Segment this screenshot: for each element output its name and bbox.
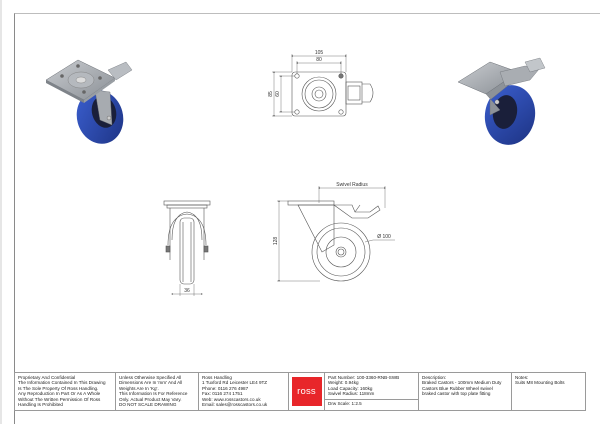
swivel-radius: Swivel Radius: 118mm	[328, 391, 375, 397]
drawing-sheet	[14, 13, 600, 424]
part-number: Part Number: 100-3360-RNB-SWB	[328, 375, 400, 380]
dim-overall-width: 105	[315, 50, 324, 56]
dim-hole-spacing-width: 80	[316, 57, 322, 63]
notes: Notes: Suits M8 Mounting Bolts	[515, 375, 565, 386]
dim-wheel-diameter: Ø 100	[377, 234, 391, 240]
part-info: Part Number: 100-3360-RNB-SWB Weight: 0.…	[325, 373, 419, 410]
dim-height: 128	[273, 237, 279, 246]
dim-wheel-width: 36	[184, 288, 190, 294]
title-block: Proprietary And Confidential The Informa…	[14, 372, 586, 411]
top-view	[272, 54, 374, 117]
company-info: Ross Handling 1 Tuxford Rd Leicester LE4…	[199, 373, 289, 410]
page-edge	[0, 0, 2, 424]
dim-hole-spacing-depth: 60	[275, 91, 281, 97]
isometric-view-right	[457, 57, 546, 145]
confidential-notice: Proprietary And Confidential The Informa…	[15, 373, 116, 410]
weight: Weight: 0.94kg	[328, 380, 359, 386]
ross-logo: ross	[291, 377, 322, 406]
dim-swivel-radius: Swivel Radius	[336, 182, 368, 188]
drawing-scale: Drw Scale: 1:2.5	[328, 400, 362, 406]
isometric-view-left	[45, 59, 133, 144]
logo-cell: ross	[289, 373, 325, 410]
side-view	[277, 186, 395, 282]
description: Description: Braked Castors - 100mm Medi…	[419, 373, 512, 410]
dim-overall-depth: 85	[268, 91, 274, 97]
front-view	[163, 200, 211, 296]
load-capacity: Load Capacity: 160kg	[328, 385, 373, 391]
units-note: Unless Otherwise Specified All Dimension…	[116, 373, 199, 410]
